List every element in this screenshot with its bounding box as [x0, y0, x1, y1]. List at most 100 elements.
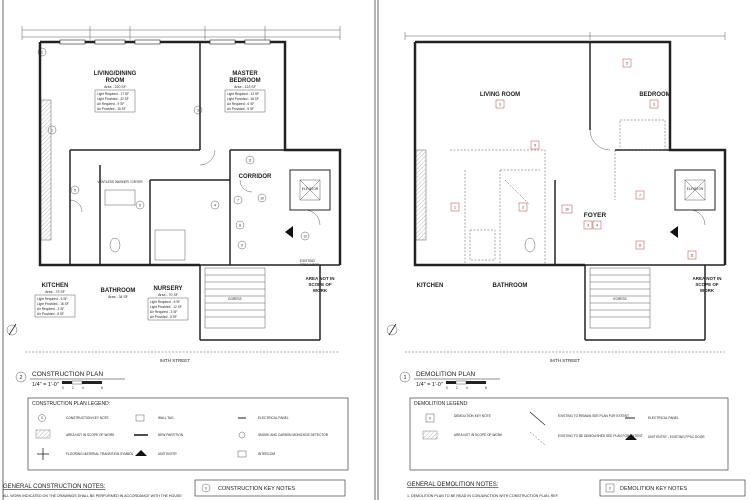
bathroom-area: Area - 34 SF — [108, 295, 128, 299]
tag-2: 2 — [51, 128, 53, 132]
demo-toilet — [524, 237, 536, 253]
demo-north-arrow-icon — [386, 323, 398, 336]
demo-plan-scale: 1/4" = 1'-0" — [416, 382, 443, 388]
living-line-3: Air Required - 9 SF — [97, 102, 124, 106]
top-dimensions — [21, 26, 341, 40]
demolished-partitions — [450, 119, 666, 265]
demo-legend-item-5: ELECTRICAL PANEL — [648, 416, 679, 420]
demo-tag-11: 11 — [690, 253, 694, 257]
demo-elevator: ELEVATOR — [687, 187, 704, 191]
construction-tags: 1 2 3 4 5 6 7 8 9 10 11 12 — [37, 47, 310, 250]
washer-label: VENTLESS WASHER / DRYER — [97, 180, 143, 184]
demo-legend-item-2: AREA NOT IN SCOPE OF WORK — [454, 433, 503, 437]
not-scope-3: WORK — [313, 288, 328, 293]
demo-scale-bar: 0 2 4 8 — [446, 380, 487, 390]
demo-tag-3c: 3 — [587, 223, 589, 227]
demo-interior-walls — [554, 42, 670, 265]
demo-key-notes-label: DEMOLITION KEY NOTES — [620, 486, 687, 492]
nursery-area: Area - 70 SF — [158, 293, 178, 297]
nursery-line-3: Air Required - 3 SF — [150, 310, 177, 314]
demo-legend-item-4: EXISTING TO BE DEMOLISHED SEE PLAN FOR E… — [558, 434, 643, 438]
not-scope-1: AREA NOT IN — [305, 276, 334, 281]
demo-legend-title: DEMOLITION LEGEND: — [414, 401, 468, 407]
nursery-line-2: Light Provided - 12 SF — [150, 305, 182, 309]
demo-tag-3b: 3 — [653, 102, 655, 106]
kitchen-name: KITCHEN — [42, 283, 69, 289]
demo-key-notes-box: X DEMOLITION KEY NOTES — [599, 479, 746, 497]
demo-bedroom: BEDROOM — [639, 92, 670, 98]
key-notes-symbol: X — [205, 487, 208, 491]
tub — [154, 229, 186, 261]
demo-living: LIVING ROOM — [480, 92, 520, 98]
demo-tag-9: 9 — [534, 143, 536, 147]
kitchen-line-1: Light Required - 6 SF — [37, 297, 67, 301]
tag-12: 12 — [303, 234, 307, 238]
living-line-4: Air Provided - 16 SF — [97, 107, 126, 111]
living-area: Area - 220 SF — [104, 85, 126, 89]
demo-notes-title: GENERAL DEMOLITION NOTES: — [407, 482, 499, 488]
living-line-2: Light Provided - 32 SF — [97, 97, 129, 101]
tag-5: 5 — [74, 188, 76, 192]
legend-item-9: INTERCOM — [258, 452, 275, 456]
nursery-name: NURSERY — [153, 286, 182, 292]
demo-notes-text: 1. DEMOLITION PLAN TO BE READ IN CONJUNC… — [407, 494, 559, 498]
legend-item-4: WALL TAG — [158, 416, 174, 420]
tick-0: 0 — [62, 386, 64, 390]
not-scope-2: SCOPE OF — [308, 282, 332, 287]
demo-tick-1: 2 — [456, 386, 458, 390]
legend-item-2: AREA NOT IN SCOPE OF WORK — [66, 433, 115, 437]
demo-plan-number: 1 — [403, 375, 406, 381]
demolition-legend: DEMOLITION LEGEND: X DEMOLITION KEY NOTE… — [409, 397, 729, 471]
master-line-1: Light Required - 12 SF — [227, 92, 259, 96]
tag-9: 9 — [241, 243, 243, 247]
demo-legend-item-1: DEMOLITION KEY NOTE — [454, 414, 491, 418]
demo-tag-10: 10 — [565, 207, 569, 211]
master-name-1: MASTER — [232, 71, 258, 77]
street-name: 94TH STREET — [160, 358, 190, 363]
demo-tick-3: 8 — [485, 386, 487, 390]
legend-item-3: FLOORING MATERIAL TRANSITION SYMBOL — [66, 452, 134, 456]
nursery-line-4: Air Provided - 6 SF — [150, 315, 177, 319]
toilet — [109, 237, 121, 253]
tag-3: 3 — [197, 108, 199, 112]
demo-stair — [589, 267, 651, 329]
demo-not-scope-2: SCOPE OF — [695, 282, 719, 287]
master-line-2: Light Provided - 18 SF — [227, 97, 259, 101]
svg-text:X: X — [429, 417, 432, 421]
legend-item-6: UNIT ENTRY — [158, 452, 178, 456]
demo-street-name: 94TH STREET — [550, 358, 580, 363]
corridor-name: CORRIDOR — [239, 174, 272, 180]
demo-tag-5: 5 — [626, 61, 628, 65]
egress-label: EGRESS — [228, 297, 241, 301]
kitchen-line-4: Air Provided - 8 SF — [37, 312, 64, 316]
demolition-plan: LIVING ROOM BEDROOM FOYER KITCHEN BATHRO… — [386, 32, 746, 498]
room-labels: LIVING/DINING ROOM Area - 220 SF Light R… — [34, 71, 335, 321]
tag-10: 10 — [260, 196, 264, 200]
living-name-2: ROOM — [106, 78, 125, 84]
legend-item-7: ELECTRICAL PANEL — [258, 416, 289, 420]
entry-symbol — [285, 226, 293, 238]
demo-tick-2: 4 — [466, 386, 468, 390]
demo-plan-title: 1 DEMOLITION PLAN 1/4" = 1'-0" 0 2 4 8 — [399, 371, 500, 390]
existing-door-2: FPSC DOOR — [300, 263, 320, 267]
demo-not-scope-3: WORK — [700, 288, 715, 293]
tag-11: 11 — [248, 158, 252, 162]
svg-text:X: X — [41, 416, 44, 420]
demo-tag-3: 3 — [499, 102, 501, 106]
key-notes-box: X CONSTRUCTION KEY NOTES — [194, 479, 346, 497]
construction-plan: LIVING/DINING ROOM Area - 220 SF Light R… — [3, 26, 349, 498]
bathroom-name: BATHROOM — [101, 288, 136, 294]
demo-doors — [589, 129, 706, 226]
plan-scale: 1/4" = 1'-0" — [32, 382, 59, 388]
kitchen-line-3: Air Required - 3 SF — [37, 307, 64, 311]
demo-foyer: FOYER — [584, 212, 607, 219]
demo-elevator-box — [674, 169, 716, 211]
demo-plan-title-text: DEMOLITION PLAN — [416, 371, 476, 378]
demo-tag-1: 1 — [454, 205, 456, 209]
tag-4: 4 — [214, 203, 216, 207]
elevator-label: ELEVATOR — [302, 187, 319, 191]
tag-8: 8 — [239, 223, 241, 227]
demo-tag-2: 2 — [522, 205, 524, 209]
tag-7: 7 — [237, 198, 239, 202]
